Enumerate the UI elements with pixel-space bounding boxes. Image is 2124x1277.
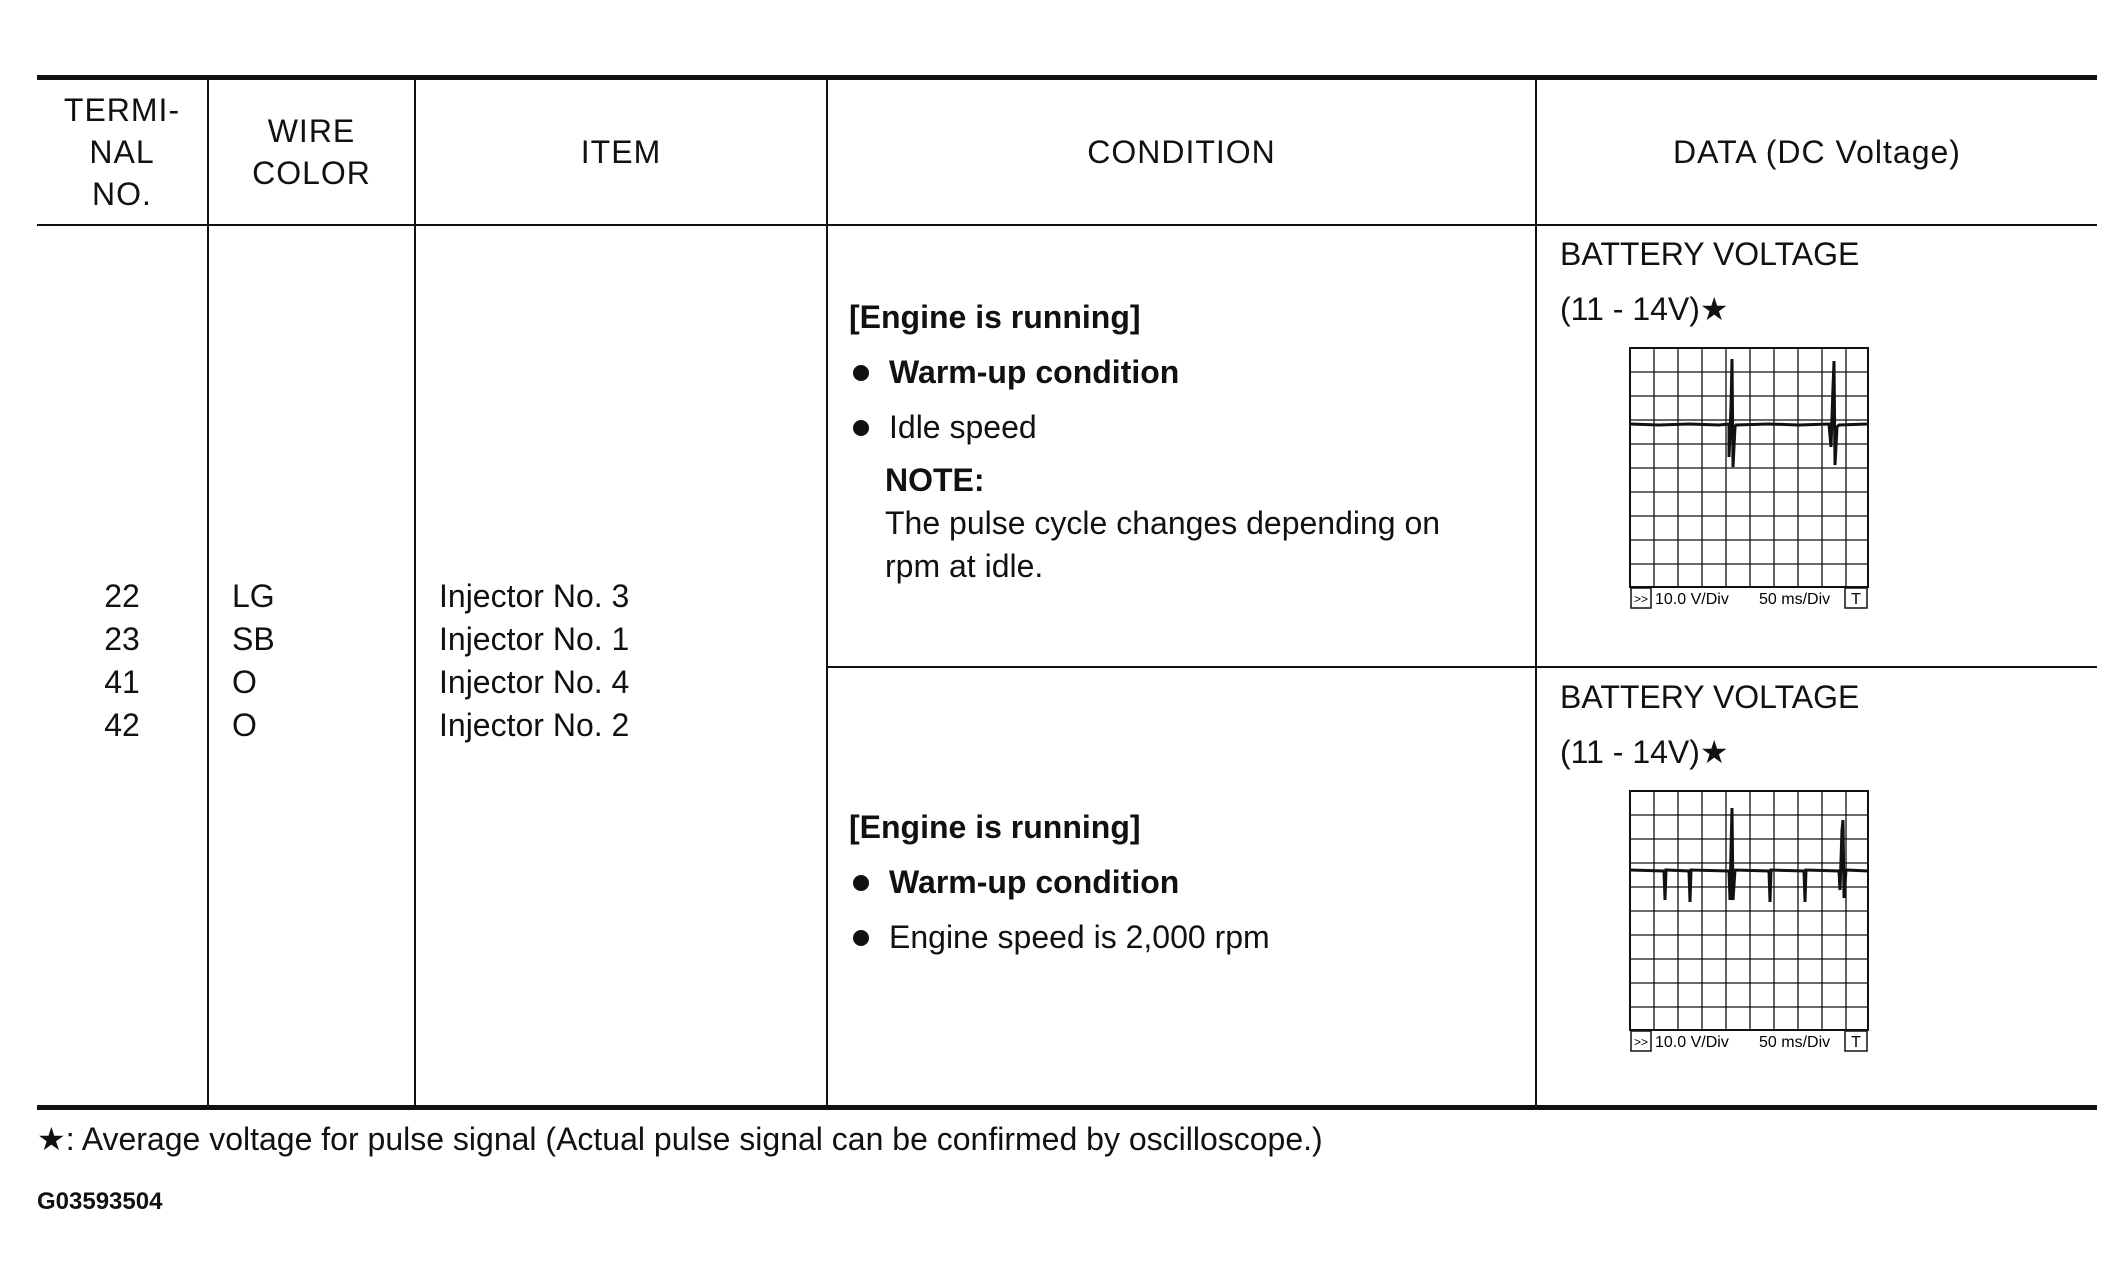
note-block: NOTE: The pulse cycle changes depending …: [849, 459, 1440, 588]
header-terminal-no: TERMI- NAL NO.: [37, 80, 207, 224]
header-condition: CONDITION: [1087, 134, 1276, 170]
data-row2: BATTERY VOLTAGE (11 - 14V)★: [1560, 670, 1859, 780]
item-name: Injector No. 1: [439, 621, 630, 657]
svg-text:T: T: [1851, 1034, 1861, 1051]
data-row1: BATTERY VOLTAGE (11 - 14V)★: [1560, 227, 1859, 337]
terminal-number: 41: [104, 664, 140, 700]
header-data: DATA (DC Voltage): [1673, 134, 1961, 170]
condition-bullet: Warm-up condition: [849, 345, 1440, 400]
terminal-number: 23: [104, 621, 140, 657]
terminal-number: 42: [104, 707, 140, 743]
svg-text:>>: >>: [1634, 592, 1648, 606]
item-list: Injector No. 3 Injector No. 1 Injector N…: [439, 575, 629, 747]
col-divider: [414, 80, 416, 1105]
bullet-text: Warm-up condition: [889, 354, 1180, 390]
table-bottom-rule: [37, 1105, 2097, 1110]
condition-title: [Engine is running]: [849, 809, 1141, 845]
data-voltage-range: (11 - 14V)★: [1560, 734, 1729, 770]
bullet-text: Idle speed: [889, 409, 1037, 445]
data-voltage-range: (11 - 14V)★: [1560, 291, 1729, 327]
wire-color-list: LG SB O O: [232, 575, 275, 747]
header-terminal-line: NO.: [92, 176, 152, 212]
oscilloscope-waveform-idle: >> 10.0 V/Div 50 ms/Div T: [1629, 347, 1869, 610]
svg-text:50 ms/Div: 50 ms/Div: [1759, 591, 1830, 608]
header-wire-line: COLOR: [252, 155, 371, 191]
oscilloscope-waveform-2000rpm: >> 10.0 V/Div 50 ms/Div T: [1629, 790, 1869, 1053]
footnote: ★: Average voltage for pulse signal (Act…: [37, 1121, 1323, 1157]
figure-code: G03593504: [37, 1188, 163, 1215]
terminal-list: 22 23 41 42: [37, 575, 207, 747]
terminal-table: TERMI- NAL NO. WIRE COLOR ITEM CONDITION…: [37, 75, 2097, 1110]
header-divider: [37, 224, 2097, 226]
item-name: Injector No. 2: [439, 707, 630, 743]
header-wire-line: WIRE: [267, 113, 356, 149]
col-divider: [826, 80, 828, 1105]
row-divider: [828, 666, 2097, 668]
bullet-dot: [853, 364, 869, 381]
note-text: The pulse cycle changes depending on: [885, 505, 1441, 541]
col-divider: [1535, 80, 1537, 1105]
condition-title: [Engine is running]: [849, 299, 1141, 335]
col-divider: [207, 80, 209, 1105]
svg-text:10.0 V/Div: 10.0 V/Div: [1655, 1034, 1729, 1051]
bullet-dot: [853, 929, 869, 946]
svg-text:50 ms/Div: 50 ms/Div: [1759, 1034, 1830, 1051]
wire-color: O: [232, 707, 257, 743]
header-wire-color: WIRE COLOR: [209, 80, 414, 224]
wire-color: SB: [232, 621, 275, 657]
bullet-dot: [853, 419, 869, 436]
wire-color: O: [232, 664, 257, 700]
condition-row2: [Engine is running] Warm-up condition En…: [849, 800, 1270, 965]
data-voltage-label: BATTERY VOLTAGE: [1560, 236, 1860, 272]
condition-bullet: Warm-up condition: [849, 855, 1270, 910]
header-terminal-line: TERMI-: [63, 92, 181, 128]
svg-text:T: T: [1851, 591, 1861, 608]
svg-text:>>: >>: [1634, 1035, 1648, 1049]
bullet-dot: [853, 874, 869, 891]
header-item: ITEM: [580, 134, 662, 170]
terminal-number: 22: [104, 578, 140, 614]
data-voltage-label: BATTERY VOLTAGE: [1560, 679, 1860, 715]
note-title: NOTE:: [885, 462, 985, 498]
table-top-rule: [37, 75, 2097, 80]
wire-color: LG: [232, 578, 275, 614]
bullet-text: Engine speed is 2,000 rpm: [889, 919, 1270, 955]
svg-text:10.0 V/Div: 10.0 V/Div: [1655, 591, 1729, 608]
condition-bullet: Idle speed: [849, 400, 1440, 455]
item-name: Injector No. 3: [439, 578, 630, 614]
condition-bullet: Engine speed is 2,000 rpm: [849, 910, 1270, 965]
header-terminal-line: NAL: [89, 134, 155, 170]
note-text: rpm at idle.: [885, 548, 1044, 584]
item-name: Injector No. 4: [439, 664, 630, 700]
bullet-text: Warm-up condition: [889, 864, 1180, 900]
condition-row1: [Engine is running] Warm-up condition Id…: [849, 290, 1440, 588]
